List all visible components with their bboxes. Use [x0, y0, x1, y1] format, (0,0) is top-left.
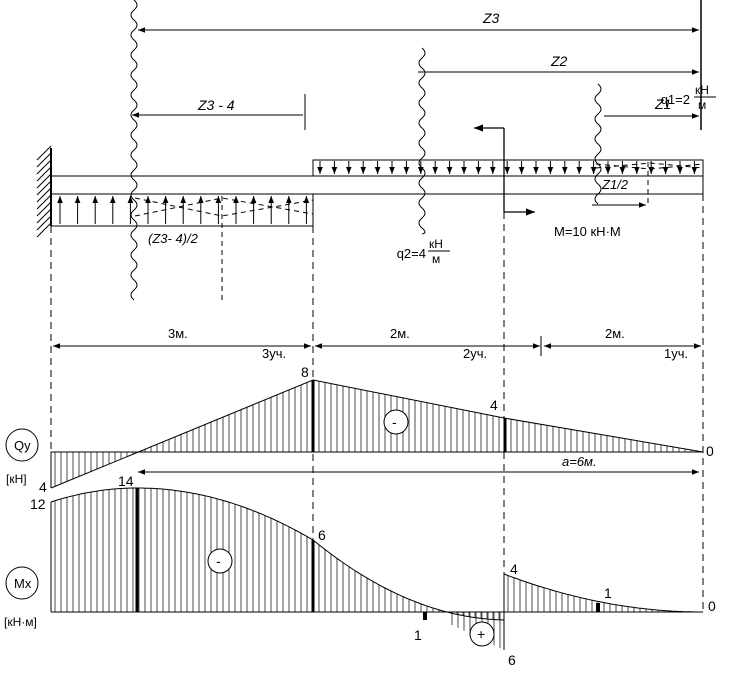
- span-2-section: 2уч.: [463, 346, 487, 361]
- qy-right-value: 0: [706, 443, 714, 459]
- q2-unit-top: кН: [429, 237, 443, 251]
- q1-label: q1=2: [661, 92, 690, 107]
- qy-mid-value: 4: [490, 397, 498, 413]
- q1-unit-top: кН: [695, 83, 709, 97]
- mx-unit: [кН·м]: [4, 615, 37, 629]
- mx-sign-circle: [207, 548, 233, 574]
- mx-jump-bottom-value: 6: [508, 652, 516, 668]
- qy-peak-value: 8: [301, 364, 309, 380]
- mx-sign: -: [216, 553, 221, 569]
- z-dimension-arrows: [132, 27, 699, 208]
- distributed-load-q1-arrows: [317, 161, 698, 174]
- a-dimension-label: a=6м.: [562, 454, 597, 469]
- mx-at-b-value: 6: [318, 527, 326, 543]
- span-1-section: 3уч.: [262, 346, 286, 361]
- load-resultant-dashes: [134, 162, 704, 302]
- qy-label: Qy: [14, 438, 31, 453]
- distributed-load-q2-arrows: [57, 196, 310, 224]
- fixed-wall-support: [36, 145, 52, 238]
- q2-unit-bottom: м: [432, 252, 440, 266]
- z1-label: Z1: [654, 96, 671, 112]
- qy-label-circle: [5, 428, 39, 462]
- mx-label-circle: [5, 566, 39, 600]
- shear-diagram: [5, 379, 704, 489]
- mx-left-value: 12: [30, 496, 46, 512]
- span-3-length: 2м.: [605, 326, 625, 341]
- mx-label: Mx: [14, 576, 32, 591]
- mx-pos-sign-circle: [469, 621, 495, 647]
- mx-max-value: 14: [118, 473, 134, 489]
- z3-minus-4-half-label: (Z3- 4)/2: [148, 231, 199, 246]
- projection-lines: [50, 194, 704, 645]
- mx-jump-top-value: 4: [510, 561, 518, 577]
- span-2-length: 2м.: [390, 326, 410, 341]
- section-cut-lines: [130, 0, 602, 301]
- z2-label: Z2: [550, 53, 568, 69]
- mx-at-c-bottom-value: 1: [414, 627, 422, 643]
- moment-symbol: [474, 124, 535, 216]
- moment-diagram: [5, 487, 703, 650]
- q1-unit-bottom: м: [698, 98, 706, 112]
- z3-minus-4-label: Z3 - 4: [197, 97, 235, 113]
- qy-left-value: 4: [39, 479, 47, 495]
- moment-label: M=10 кН·М: [554, 224, 621, 239]
- mx-right-value: 0: [708, 598, 716, 614]
- span-3-section: 1уч.: [664, 346, 688, 361]
- mx-pos-sign: +: [477, 626, 485, 642]
- qy-sign-circle: [383, 409, 409, 435]
- span-1-length: 3м.: [168, 326, 188, 341]
- qy-sign: -: [392, 414, 397, 430]
- span-dimension-line: [53, 336, 701, 356]
- mx-small-value: 1: [604, 585, 612, 601]
- q2-label: q2=4: [397, 246, 426, 261]
- beam: [50, 159, 704, 227]
- z1-half-label: Z1/2: [601, 177, 629, 192]
- z3-label: Z3: [482, 10, 500, 26]
- qy-unit: [кН]: [6, 472, 27, 486]
